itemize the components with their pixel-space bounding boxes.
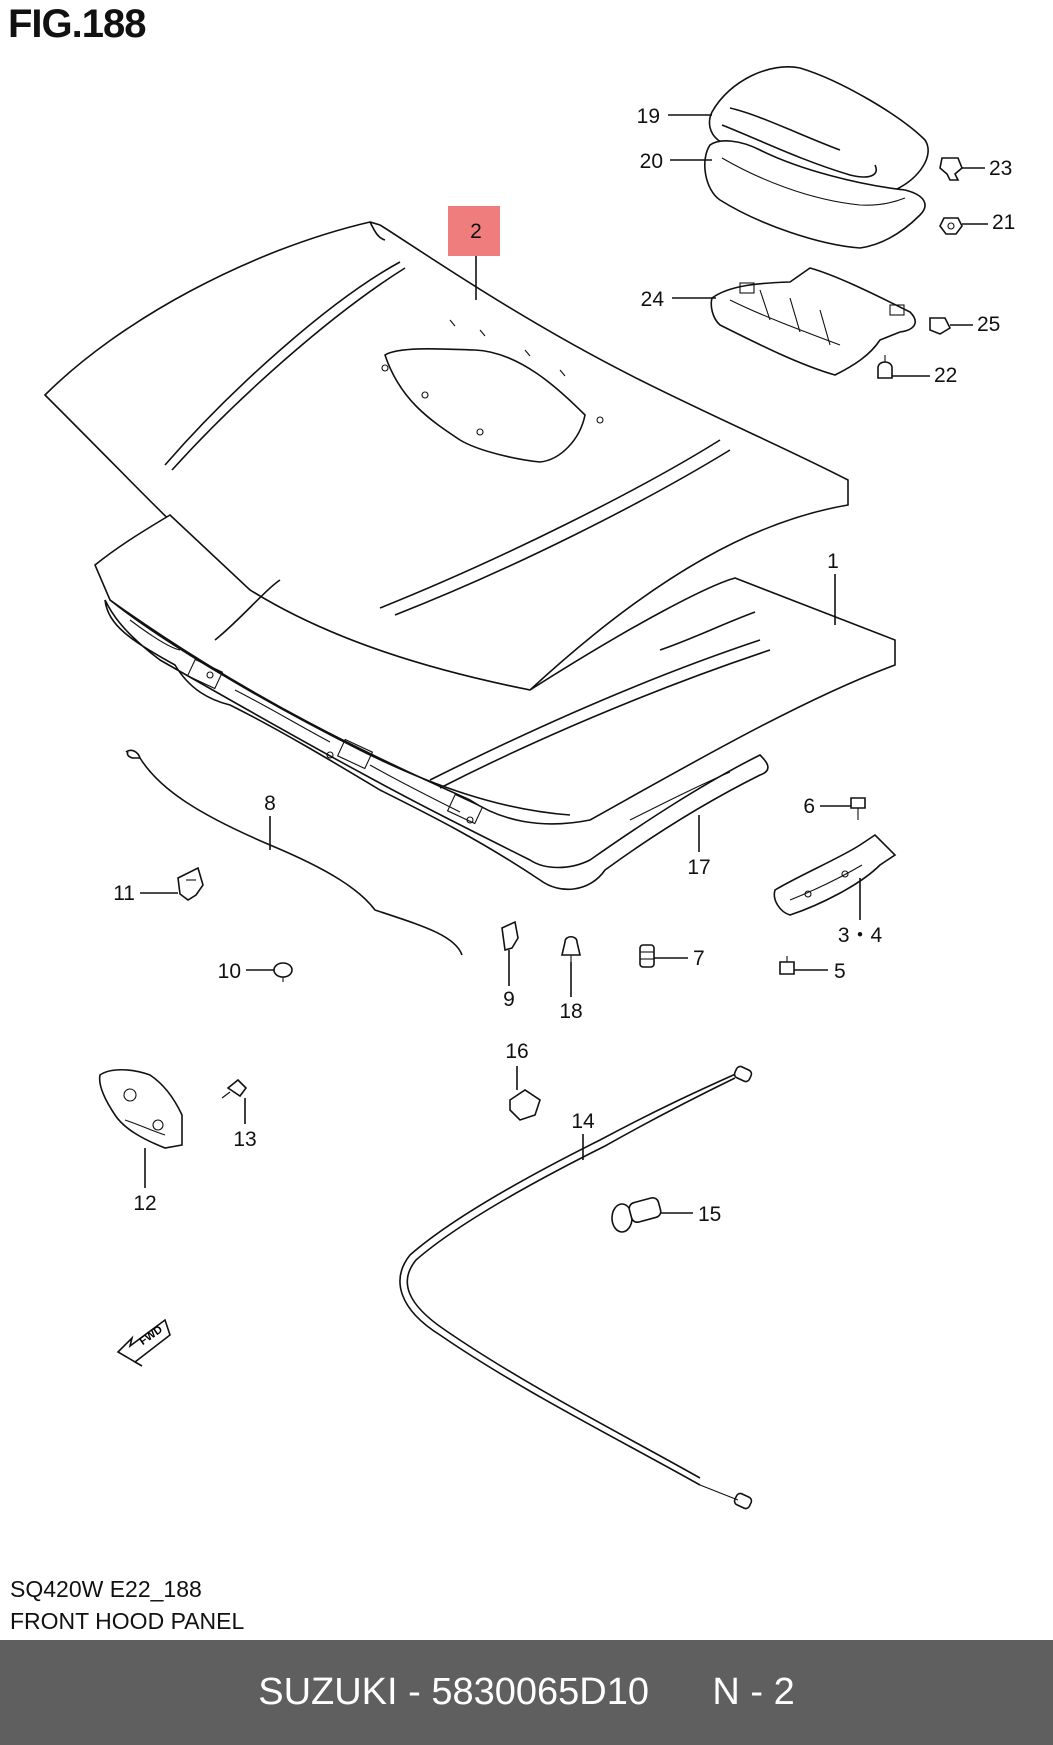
fwd-arrow-icon: FWD — [116, 1318, 171, 1367]
callout-20: 20 — [640, 150, 663, 173]
callout-21: 21 — [992, 211, 1015, 234]
nut-21[interactable] — [939, 217, 963, 235]
cushion-7[interactable] — [639, 944, 655, 968]
hood-frame-reinforcement[interactable] — [104, 599, 769, 891]
hood-inner-panel[interactable] — [94, 514, 896, 825]
bolt-6[interactable] — [850, 797, 866, 820]
callout-25: 25 — [977, 313, 1000, 336]
footer-brand: SUZUKI — [258, 1671, 398, 1713]
callout-15: 15 — [698, 1203, 721, 1226]
hood-support-rod[interactable] — [125, 749, 463, 956]
callout-8: 8 — [264, 792, 276, 815]
exploded-parts-diagram: FWD 2 1 19 20 24 23 21 25 22 8 17 6 3・4 … — [43, 66, 1015, 1510]
highlight-box-part-2 — [448, 206, 500, 256]
footer-separator: - — [408, 1671, 421, 1713]
footer-part-number: 5830065D10 — [431, 1671, 650, 1713]
callout-3-4: 3・4 — [838, 924, 883, 947]
cushion-plug[interactable] — [273, 962, 293, 982]
callout-24: 24 — [641, 288, 665, 311]
callout-5: 5 — [834, 960, 846, 983]
callout-10: 10 — [218, 960, 241, 983]
callout-19: 19 — [637, 105, 660, 128]
bumper-9[interactable] — [501, 920, 519, 952]
footer-bar: SUZUKI - 5830065D10 N - 2 — [0, 1640, 1053, 1745]
clip-18[interactable] — [560, 935, 582, 962]
footer-page: N - 2 — [712, 1671, 795, 1713]
figure-title: FIG.188 — [8, 2, 147, 46]
callout-17: 17 — [687, 856, 710, 879]
model-code: SQ420W E22_188 — [10, 1576, 202, 1602]
callout-22: 22 — [934, 364, 957, 387]
callout-14: 14 — [571, 1110, 595, 1133]
screw-22[interactable] — [877, 355, 893, 379]
bolt-5[interactable] — [779, 956, 795, 975]
callout-7: 7 — [693, 947, 705, 970]
section-name: FRONT HOOD PANEL — [10, 1608, 245, 1634]
hood-release-cable[interactable] — [399, 1065, 753, 1510]
rod-holder-clip[interactable] — [177, 866, 204, 901]
cable-clamp[interactable] — [509, 1089, 541, 1121]
hood-scoop-seal[interactable] — [704, 140, 926, 249]
callout-16: 16 — [505, 1040, 528, 1063]
callout-23: 23 — [989, 157, 1012, 180]
callout-18: 18 — [559, 1000, 582, 1023]
release-lever[interactable] — [611, 1196, 662, 1233]
callout-6: 6 — [803, 795, 815, 818]
callout-2: 2 — [470, 220, 482, 243]
latch-screw[interactable] — [221, 1078, 248, 1099]
callout-13: 13 — [233, 1128, 256, 1151]
callout-9: 9 — [503, 988, 515, 1011]
clip-25[interactable] — [929, 317, 952, 335]
hood-hinge[interactable] — [773, 833, 897, 916]
clip-23[interactable] — [939, 157, 963, 181]
callout-12: 12 — [133, 1192, 156, 1215]
hood-scoop-bracket[interactable] — [710, 267, 916, 376]
callout-11: 11 — [113, 882, 135, 905]
callout-1: 1 — [827, 550, 839, 573]
hood-latch[interactable] — [98, 1068, 183, 1149]
